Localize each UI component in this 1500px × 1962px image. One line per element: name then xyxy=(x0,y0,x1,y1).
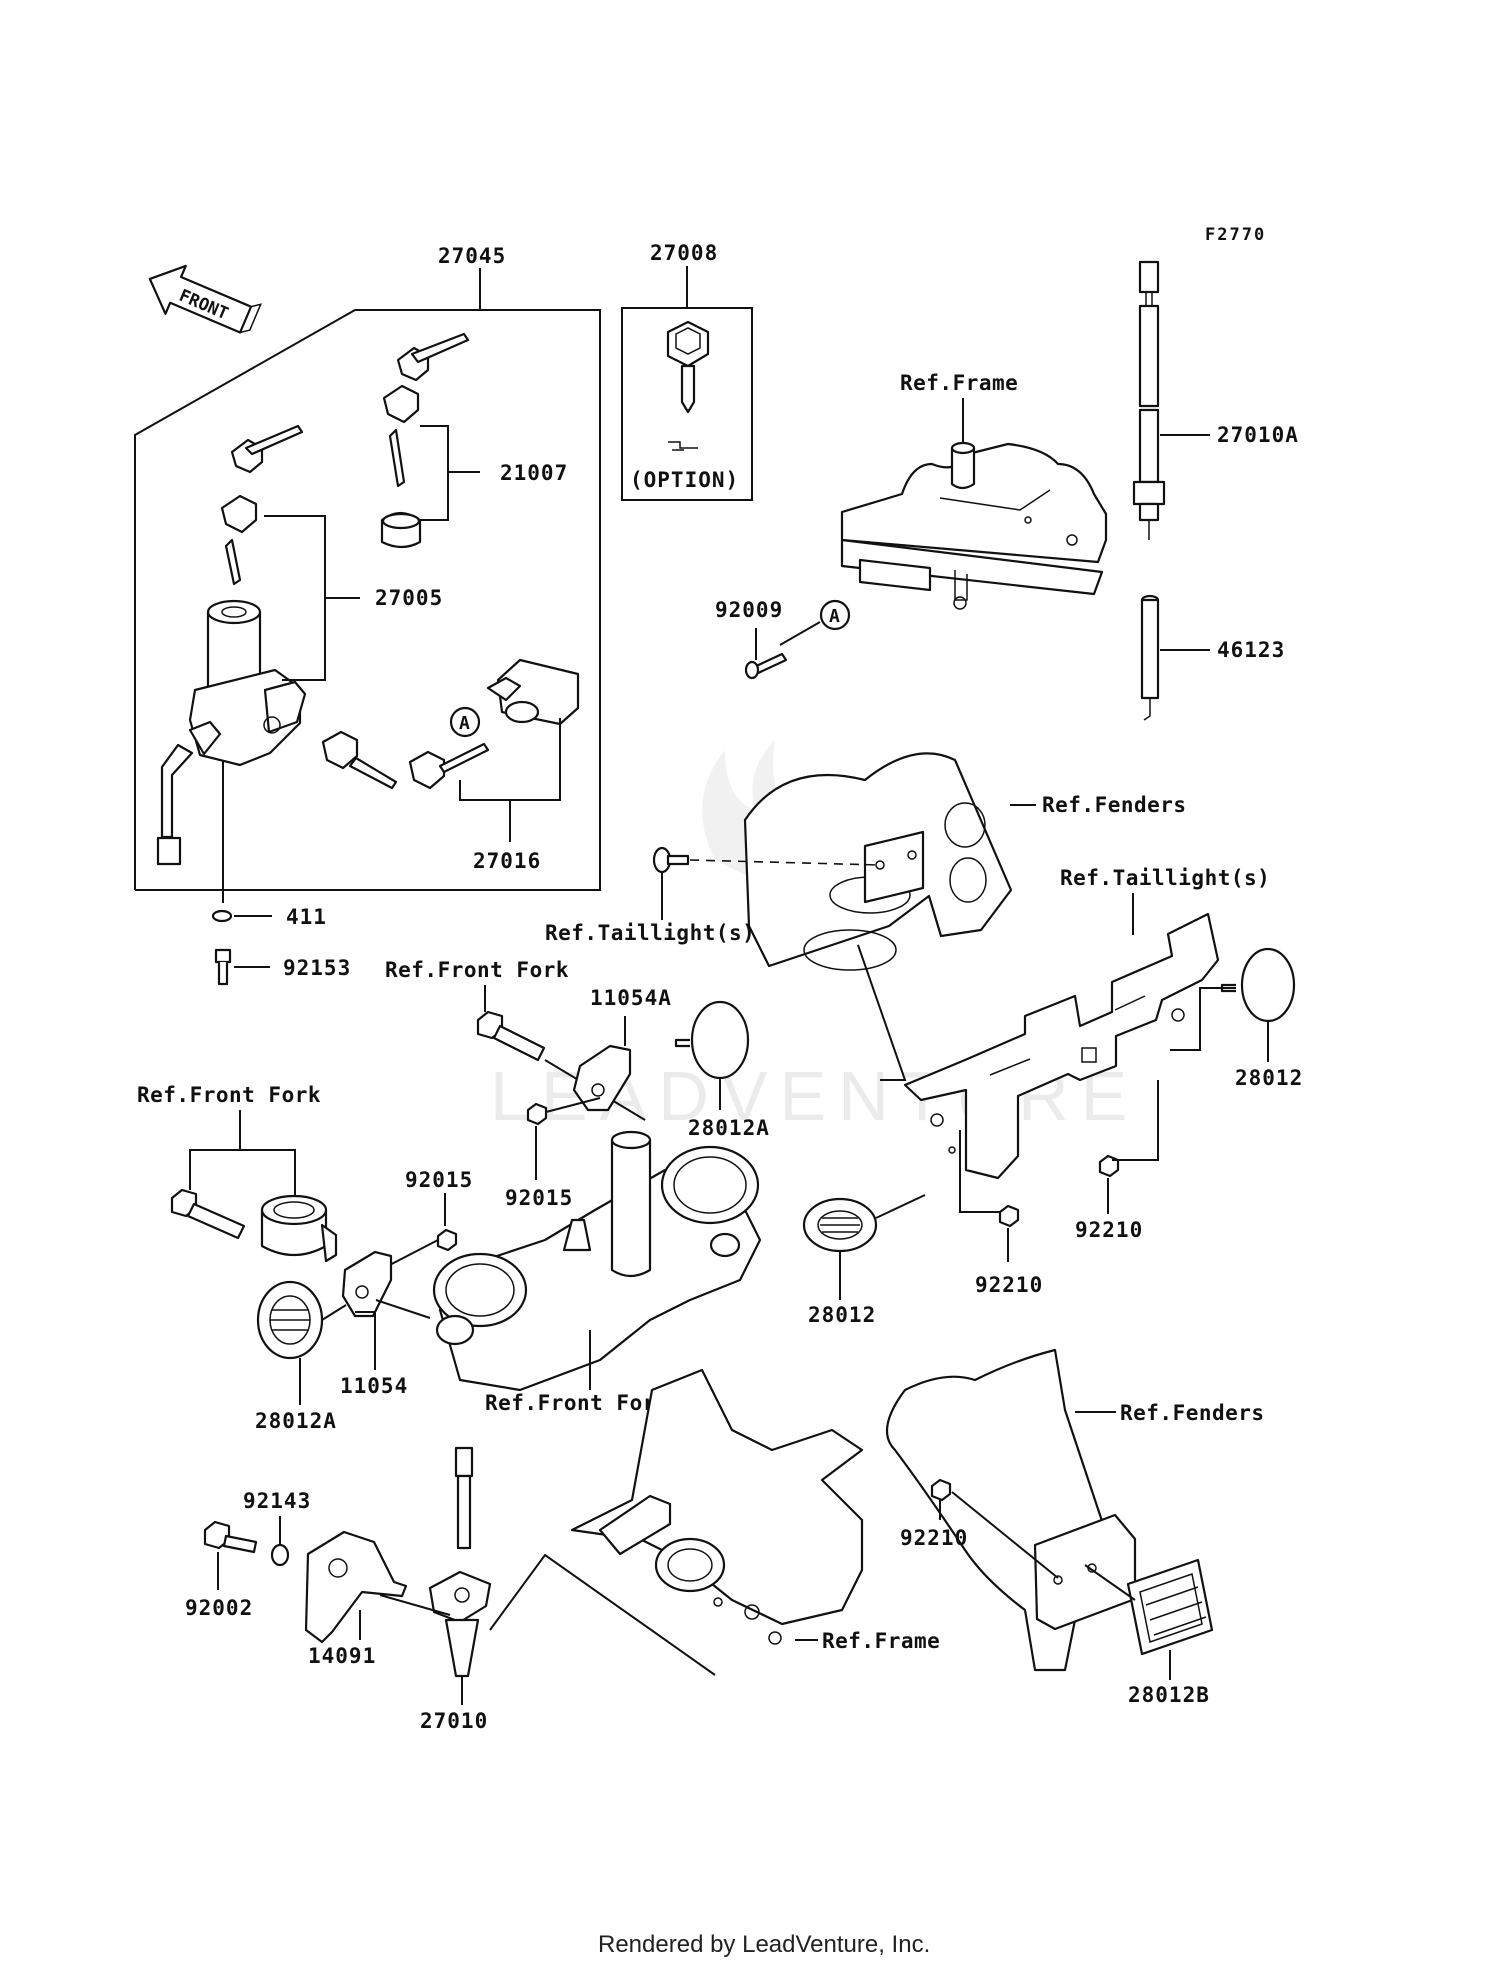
seat-lock-frame-assembly: Ref.Frame xyxy=(840,371,1108,610)
reflector-28012B xyxy=(1126,1558,1214,1656)
reflector-28012-right xyxy=(1220,947,1296,1023)
marker-a-frame-label: A xyxy=(829,606,840,627)
part-label-46123: 46123 xyxy=(1217,638,1285,662)
reflector-28012A-left xyxy=(256,1280,324,1360)
rear-fender-upper xyxy=(743,752,1013,971)
fork-bolt-left xyxy=(170,1188,246,1240)
upper-triple-clamp xyxy=(432,1130,762,1392)
part-label-92015-b: 92015 xyxy=(505,1186,573,1210)
bracket-11054A xyxy=(572,1044,632,1112)
nut-92015-b xyxy=(526,1102,548,1126)
part-label-28012B: 28012B xyxy=(1128,1683,1210,1707)
part-label-21007: 21007 xyxy=(500,461,568,485)
part-label-14091: 14091 xyxy=(308,1644,376,1668)
part-label-27010A: 27010A xyxy=(1217,423,1299,447)
part-label-28012A-top: 28012A xyxy=(688,1116,770,1140)
part-label-92210-mid: 92210 xyxy=(975,1273,1043,1297)
marker-a-frame xyxy=(819,599,851,631)
screw-92009 xyxy=(744,652,788,680)
ref-taillight-right: Ref.Taillight(s) xyxy=(1060,866,1270,890)
ignition-switch-set: 27045 21007 xyxy=(134,244,601,986)
collar-left xyxy=(260,1194,338,1263)
spring-46123 xyxy=(1140,594,1160,721)
part-label-92210-low: 92210 xyxy=(900,1526,968,1550)
bracket-14091 xyxy=(304,1530,408,1644)
part-label-92015-a: 92015 xyxy=(405,1168,473,1192)
part-label-11054: 11054 xyxy=(340,1374,408,1398)
part-label-92210-right: 92210 xyxy=(1075,1218,1143,1242)
frame-head xyxy=(570,1368,864,1645)
part-label-28012-right: 28012 xyxy=(1235,1066,1303,1090)
ref-front-fork-a: Ref.Front Fork xyxy=(385,958,569,982)
spare-key-21007 xyxy=(380,332,470,549)
ref-frame-low: Ref.Frame xyxy=(822,1629,940,1653)
option-label: (OPTION) xyxy=(630,468,739,492)
ignition-cylinder xyxy=(156,599,307,866)
ref-front-fork-b: Ref.Front Fork xyxy=(137,1083,321,1107)
ref-fenders-low: Ref.Fenders xyxy=(1120,1401,1265,1425)
washer-92143 xyxy=(270,1543,290,1567)
ref-frame-top: Ref.Frame xyxy=(900,371,1018,395)
seat-lock-27016 xyxy=(321,658,580,790)
fork-bolt xyxy=(476,1010,546,1062)
ref-taillight-left: Ref.Taillight(s) xyxy=(545,921,755,945)
part-label-27010: 27010 xyxy=(420,1709,488,1733)
part-label-28012A-left: 28012A xyxy=(255,1409,337,1433)
part-label-11054A: 11054A xyxy=(590,986,672,1010)
part-label-27008: 27008 xyxy=(650,241,718,265)
part-label-27045: 27045 xyxy=(438,244,506,268)
part-label-28012-mid: 28012 xyxy=(808,1303,876,1327)
bolt-92153 xyxy=(214,948,232,986)
switch-27010A xyxy=(1132,260,1166,540)
part-label-92153: 92153 xyxy=(283,956,351,980)
ref-front-fork-c: Ref.Front Fork xyxy=(485,1391,669,1415)
part-label-92009: 92009 xyxy=(715,598,783,622)
taillight-bolt xyxy=(652,846,690,874)
option-key-27008: 27008 (OPTION) xyxy=(621,241,753,501)
nut-92210-low xyxy=(930,1478,952,1502)
part-label-27016: 27016 xyxy=(473,849,541,873)
front-arrow: FRONT xyxy=(148,264,263,334)
footer-credit: Rendered by LeadVenture, Inc. xyxy=(598,1931,930,1958)
part-label-92143: 92143 xyxy=(243,1489,311,1513)
marker-a-ignition xyxy=(449,706,481,738)
switch-27010 xyxy=(428,1446,492,1678)
part-label-411: 411 xyxy=(286,905,327,929)
reflector-28012-mid xyxy=(802,1197,878,1253)
nut-92015-a xyxy=(436,1228,458,1252)
bolt-92002 xyxy=(203,1520,258,1554)
bracket-11054 xyxy=(341,1250,393,1318)
diagram-code: F2770 xyxy=(1205,225,1266,245)
washer-411 xyxy=(211,909,233,923)
marker-a-label: A xyxy=(459,713,470,734)
rear-fender-lower xyxy=(885,1348,1137,1672)
key-27005 xyxy=(220,424,304,586)
license-plate-bracket xyxy=(903,912,1220,1180)
nut-92210-mid xyxy=(998,1204,1020,1228)
part-label-27005: 27005 xyxy=(375,586,443,610)
part-label-92002: 92002 xyxy=(185,1596,253,1620)
ref-fenders-top: Ref.Fenders xyxy=(1042,793,1187,817)
